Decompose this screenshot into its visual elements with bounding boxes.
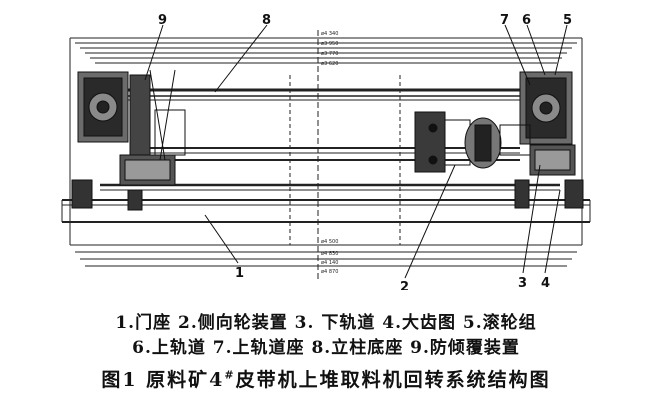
- figure-caption: 图1 原料矿4#皮带机上堆取料机回转系统结构图: [0, 365, 652, 392]
- callout-8: 8: [262, 13, 271, 28]
- legend-line-1: 1.门座 2.侧向轮装置 3. 下轨道 4.大齿图 5.滚轮组: [115, 313, 537, 333]
- caption-suffix: 皮带机上堆取料机回转系统结构图: [235, 369, 551, 391]
- svg-text:ø4 870: ø4 870: [321, 269, 338, 275]
- svg-text:ø4 340: ø4 340: [321, 31, 338, 37]
- callout-5: 5: [563, 13, 572, 28]
- legend-line-2: 6.上轨道 7.上轨道座 8.立柱底座 9.防倾覆装置: [132, 338, 520, 358]
- svg-text:ø3 950: ø3 950: [321, 41, 338, 47]
- svg-text:ø3 620: ø3 620: [321, 61, 338, 67]
- caption-superscript: #: [224, 368, 236, 382]
- structure-diagram: ø4 340 ø3 950 ø3 770 ø3 620 ø4 500 ø4 83…: [61, 13, 591, 290]
- callout-4: 4: [541, 276, 550, 290]
- svg-text:ø4 500: ø4 500: [321, 239, 338, 245]
- callout-6: 6: [522, 13, 531, 28]
- callout-9: 9: [158, 13, 167, 28]
- svg-text:ø4 830: ø4 830: [321, 251, 338, 257]
- svg-text:ø3 770: ø3 770: [321, 51, 338, 57]
- callout-3: 3: [518, 276, 527, 290]
- caption-prefix: 图1 原料矿4: [101, 369, 225, 391]
- svg-text:ø4 140: ø4 140: [321, 260, 338, 266]
- callout-2: 2: [400, 280, 409, 290]
- callout-7: 7: [500, 13, 509, 28]
- callout-1: 1: [235, 266, 244, 281]
